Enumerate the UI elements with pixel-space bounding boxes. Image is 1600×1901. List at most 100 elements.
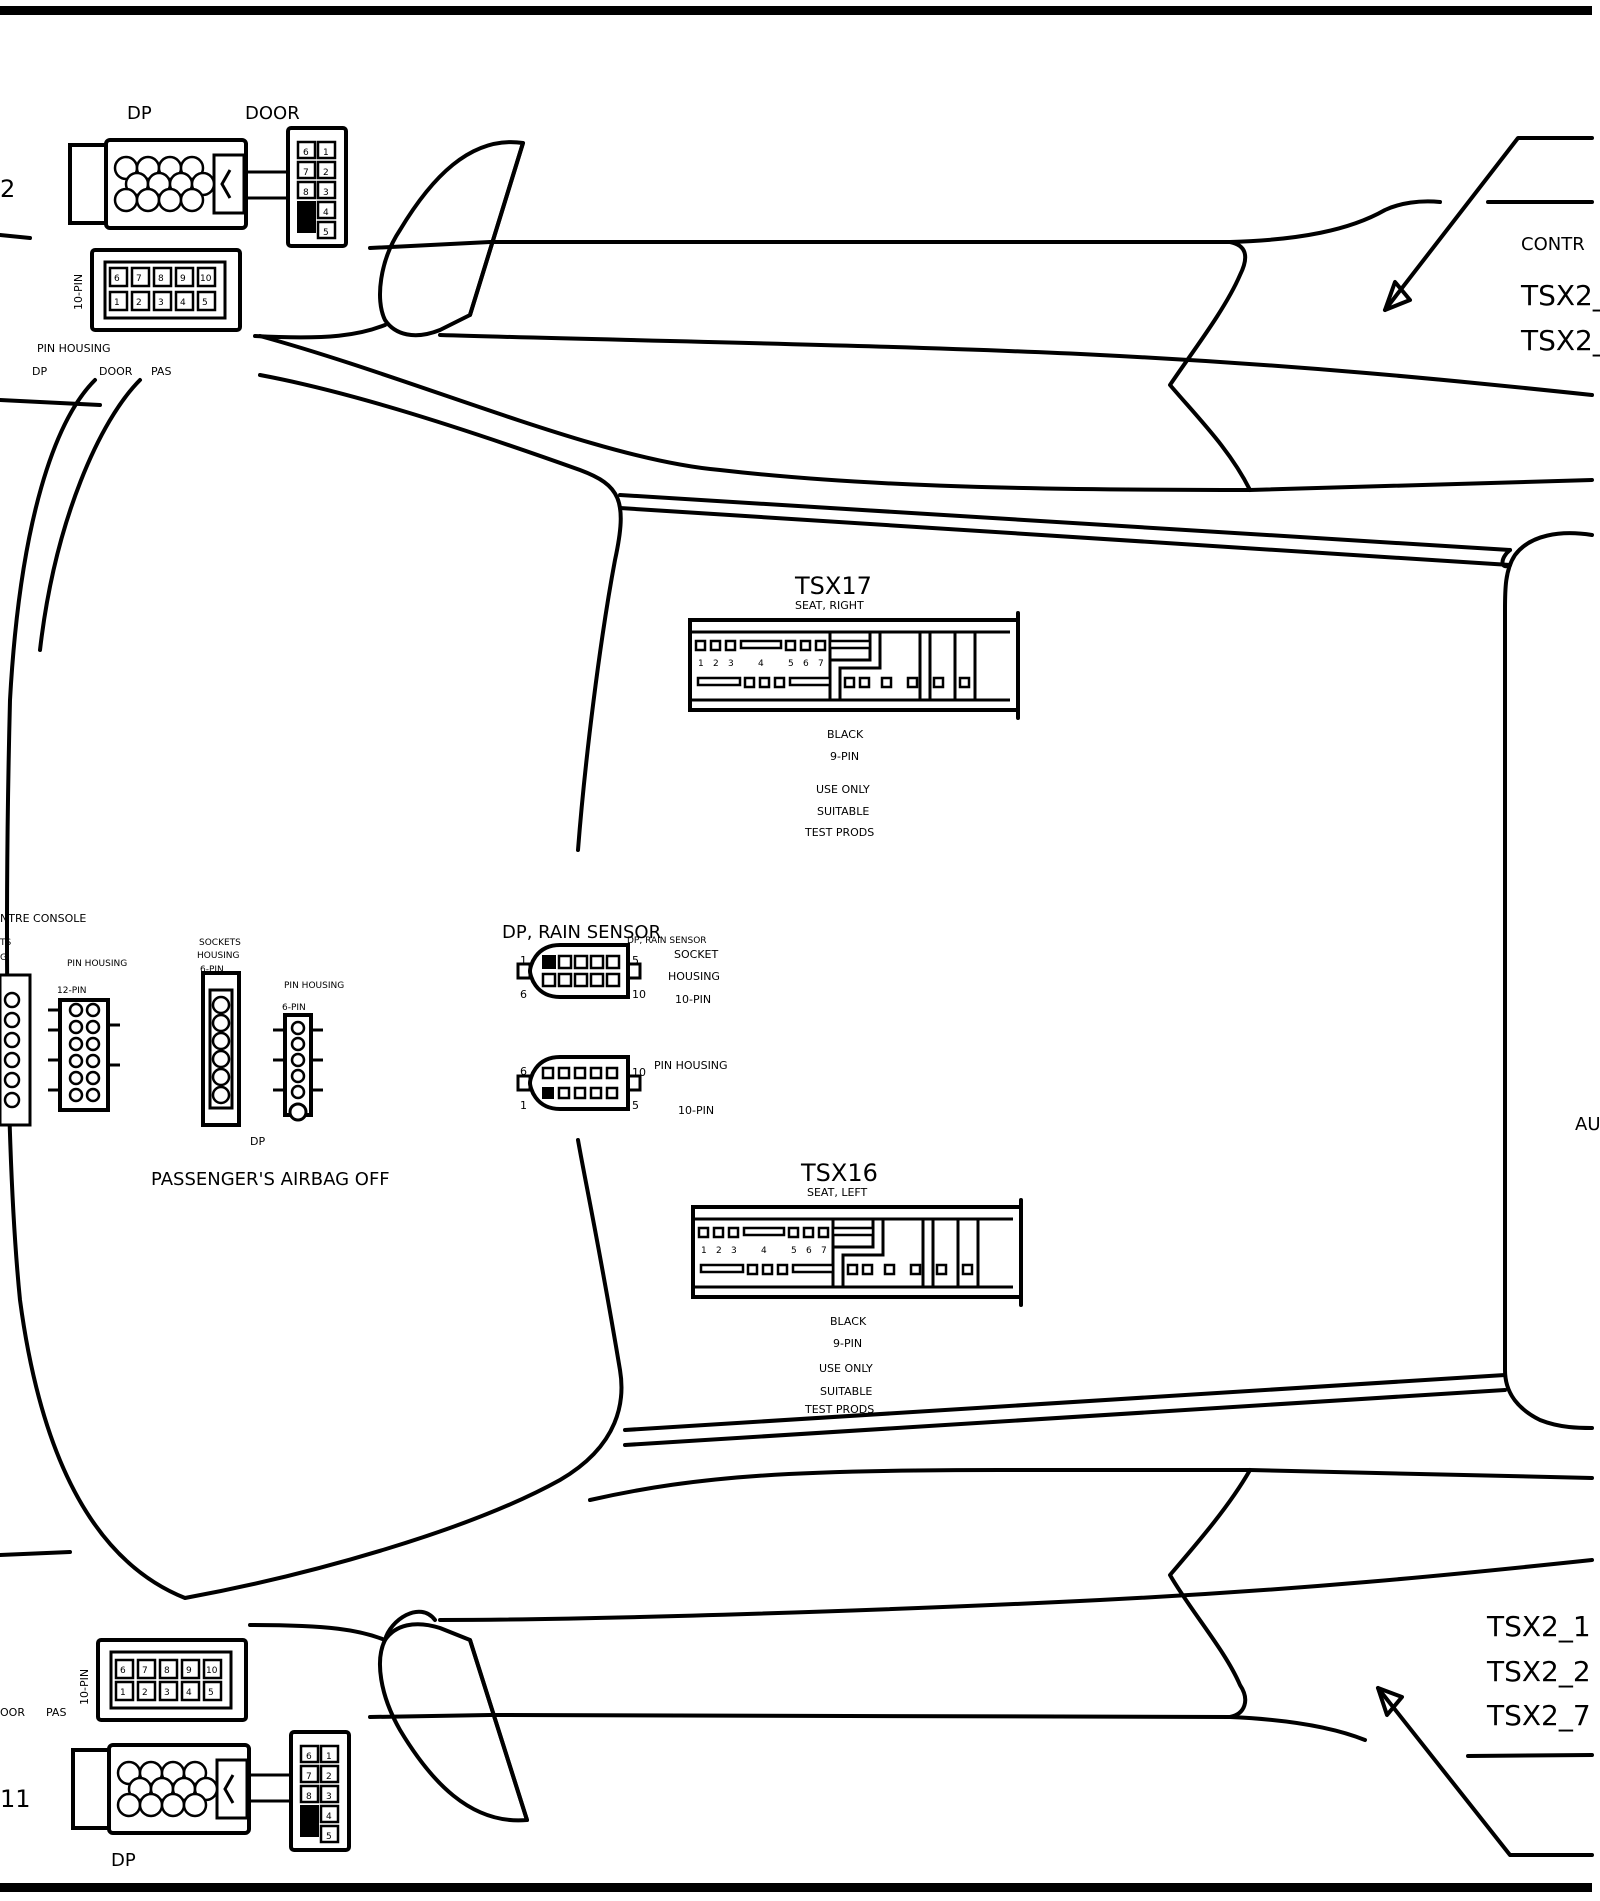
label-row-pas: PAS (151, 365, 171, 378)
svg-text:7: 7 (821, 1246, 827, 1256)
rain-sensor-small: DP, RAIN SENSOR (627, 936, 707, 946)
svg-text:2: 2 (142, 1688, 148, 1698)
svg-text:3: 3 (164, 1688, 170, 1698)
rain-num-6b: 6 (520, 1065, 527, 1078)
tsx16-note-black: BLACK (830, 1315, 867, 1328)
svg-text:6: 6 (303, 148, 309, 158)
tsx16-title: TSX16 (800, 1159, 878, 1187)
svg-text:7: 7 (818, 659, 824, 669)
label-tsx2-1: TSX2_1 (1486, 1610, 1591, 1643)
tsx17-title: TSX17 (794, 572, 872, 600)
svg-text:1: 1 (698, 659, 704, 669)
label-tsx2-7: TSX2_7 (1486, 1699, 1591, 1732)
svg-text:3: 3 (728, 659, 734, 669)
tsx17-note-use: USE ONLY (816, 783, 870, 796)
svg-text:3: 3 (731, 1246, 737, 1256)
svg-text:9: 9 (180, 274, 186, 284)
top-right-labels: CONTR TSX2_ TSX2_ (1520, 234, 1600, 357)
centre-console-connectors: NTRE CONSOLE TS G PIN HOUSING 12-PIN SOC… (0, 912, 390, 1190)
svg-text:1: 1 (701, 1246, 707, 1256)
svg-text:3: 3 (326, 1792, 332, 1802)
label-12pin: 12-PIN (57, 986, 87, 996)
rain-10pin: 10-PIN (675, 993, 711, 1006)
label-contr: CONTR (1521, 234, 1585, 255)
rain-num-1b: 1 (520, 1099, 527, 1112)
svg-text:10: 10 (206, 1666, 218, 1676)
label-door-top: DOOR (245, 103, 300, 124)
rain-num-5b: 5 (632, 1099, 639, 1112)
svg-text:2: 2 (326, 1772, 332, 1782)
label-pas-bottom: PAS (46, 1706, 66, 1719)
label-housing: HOUSING (197, 951, 240, 961)
label-6pin: 6-PIN (200, 965, 224, 975)
tsx17-note-black: BLACK (827, 728, 864, 741)
svg-text:3: 3 (323, 188, 329, 198)
svg-text:5: 5 (202, 298, 208, 308)
label-airbag-off: PASSENGER'S AIRBAG OFF (151, 1169, 390, 1190)
svg-text:6: 6 (114, 274, 120, 284)
label-6pin-b: 6-PIN (282, 1003, 306, 1013)
svg-text:4: 4 (758, 659, 764, 669)
tsx17-note-9pin: 9-PIN (830, 750, 859, 763)
svg-text:4: 4 (326, 1812, 332, 1822)
tsx17-note-test: TEST PRODS (804, 826, 874, 839)
svg-text:2: 2 (716, 1246, 722, 1256)
tsx16-note-test: TEST PRODS (804, 1403, 874, 1416)
rain-num-10: 10 (632, 988, 646, 1001)
label-oor: OOR (0, 1706, 25, 1719)
bottom-right-labels: TSX2_1 TSX2_2 TSX2_7 (1486, 1610, 1591, 1732)
tsx17-subtitle: SEAT, RIGHT (795, 599, 864, 612)
rain-10pin-b: 10-PIN (678, 1104, 714, 1117)
rain-num-6: 6 (520, 988, 527, 1001)
label-dp-bottom: DP (111, 1850, 136, 1871)
svg-text:8: 8 (158, 274, 164, 284)
rain-housing: HOUSING (668, 970, 720, 983)
svg-text:9: 9 (186, 1666, 192, 1676)
label-10pin-top: 10-PIN (72, 274, 85, 310)
label-tsx2-a: TSX2_ (1520, 279, 1600, 312)
svg-text:1: 1 (120, 1688, 126, 1698)
label-dp-centre: DP (250, 1135, 265, 1148)
svg-text:6: 6 (806, 1246, 812, 1256)
svg-text:8: 8 (306, 1792, 312, 1802)
label-tsx2-2: TSX2_2 (1486, 1655, 1591, 1688)
rain-socket: SOCKET (674, 948, 718, 961)
svg-text:8: 8 (164, 1666, 170, 1676)
svg-text:10: 10 (200, 274, 212, 284)
svg-text:7: 7 (303, 168, 309, 178)
svg-text:7: 7 (136, 274, 142, 284)
svg-text:5: 5 (326, 1832, 332, 1842)
svg-text:6: 6 (120, 1666, 126, 1676)
svg-text:8: 8 (303, 188, 309, 198)
rain-sensor-title: DP, RAIN SENSOR (502, 922, 661, 943)
svg-text:6: 6 (306, 1752, 312, 1762)
tsx16-note-use: USE ONLY (819, 1362, 873, 1375)
svg-text:6: 6 (803, 659, 809, 669)
label-row-door: DOOR (99, 365, 133, 378)
svg-text:1: 1 (326, 1752, 332, 1762)
svg-text:4: 4 (180, 298, 186, 308)
label-au: AU (1575, 1114, 1600, 1135)
label-pin-housing-top: PIN HOUSING (37, 342, 111, 355)
rain-num-1: 1 (520, 954, 527, 967)
rain-sensor-connectors: DP, RAIN SENSOR DP, RAIN SENSOR SOCKET H… (502, 922, 728, 1117)
tsx16-note-9pin: 9-PIN (833, 1337, 862, 1350)
svg-text:7: 7 (306, 1772, 312, 1782)
label-row-dp: DP (32, 365, 47, 378)
svg-text:4: 4 (323, 208, 329, 218)
svg-text:5: 5 (788, 659, 794, 669)
svg-text:5: 5 (323, 228, 329, 238)
svg-text:2: 2 (323, 168, 329, 178)
label-tsx2-b: TSX2_ (1520, 324, 1600, 357)
svg-text:5: 5 (208, 1688, 214, 1698)
car-outline (0, 136, 1594, 1857)
label-g: G (0, 953, 7, 963)
label-centre-console: NTRE CONSOLE (0, 912, 86, 925)
edge-number-bottom: 11 (0, 1785, 31, 1813)
tsx16-subtitle: SEAT, LEFT (807, 1186, 868, 1199)
